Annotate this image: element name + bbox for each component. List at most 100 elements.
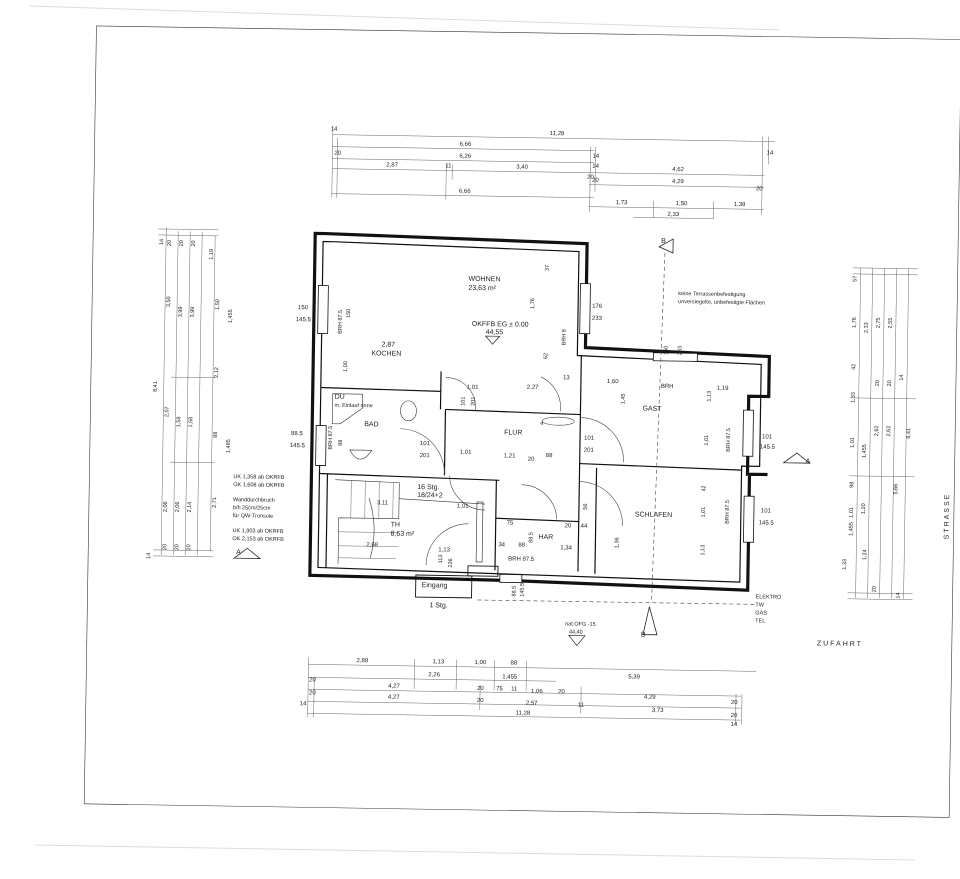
dim-top-287: 2,87 bbox=[386, 162, 398, 168]
dim-121: 1,21 bbox=[504, 453, 516, 459]
dim-right-255: 2,55 bbox=[888, 318, 894, 329]
dim-top-233: 2,33 bbox=[668, 212, 680, 218]
dim-right-262a: 2,62 bbox=[874, 425, 880, 436]
dim-176: 176 bbox=[592, 304, 603, 310]
section-b-top-marker bbox=[658, 238, 674, 254]
dim-gast-w101: 101 bbox=[762, 434, 773, 440]
section-b-top-label: B bbox=[661, 238, 666, 245]
inner-wall-line bbox=[317, 240, 762, 583]
label-strasse: STRASSE bbox=[943, 493, 951, 540]
dim-bad-885: 88.5 bbox=[291, 431, 303, 437]
wall-kochen-bad bbox=[320, 386, 441, 392]
dim-bad-88: 88 bbox=[338, 440, 344, 446]
dim-sch-brh: BRH 87.5 bbox=[725, 500, 731, 524]
right-dimensions: 57 1,76 2,33 2,75 2,55 42 1,33 20 20 14 … bbox=[842, 267, 918, 601]
dim-bot-20a: 20 bbox=[309, 677, 316, 683]
dim-right-14b: 14 bbox=[896, 592, 902, 598]
stair-outline bbox=[335, 479, 400, 564]
dim-right-20a: 20 bbox=[875, 380, 881, 386]
dim-gast-door-101: 101 bbox=[584, 436, 595, 442]
dim-bot-75: 75 bbox=[496, 686, 503, 692]
dim-right-42: 42 bbox=[851, 364, 857, 370]
dim-bot-427b: 4,27 bbox=[388, 695, 400, 701]
dim-left-88: 88 bbox=[213, 432, 219, 438]
section-a-left-label: A bbox=[236, 549, 241, 556]
dim-bot-100: 1,00 bbox=[474, 660, 486, 666]
room-wohnen-area: 23,63 m² bbox=[468, 285, 496, 292]
note-tel: TEL bbox=[755, 618, 765, 624]
dim-left-206b: 2,06 bbox=[175, 501, 181, 512]
note-tw: TW bbox=[755, 602, 764, 608]
note-ok2: OK 2,153 ab OKRFB bbox=[232, 536, 284, 543]
dim-left-350: 3,50 bbox=[166, 296, 172, 307]
level-marker bbox=[568, 635, 586, 647]
dim-left-206a: 2,06 bbox=[163, 501, 169, 512]
dim-top-20b: 20 bbox=[587, 175, 594, 181]
dim-right-133b: 1,33 bbox=[842, 559, 848, 570]
dim-left-212: 2,12 bbox=[214, 367, 220, 378]
dim-st-1455: 145.5 bbox=[520, 583, 526, 597]
dim-st-101: 1,01 bbox=[457, 504, 469, 510]
dim-bot-539: 5,39 bbox=[628, 674, 640, 680]
dim-left-1485: 1,485 bbox=[226, 439, 232, 453]
dim-gast-101: 1,01 bbox=[704, 435, 710, 446]
dim-sch-42: 42 bbox=[701, 485, 707, 491]
paper-edge-top bbox=[29, 5, 781, 31]
dim-st-113b: 113 bbox=[438, 555, 444, 564]
dim-har-brh: BRH 87.5 bbox=[508, 556, 535, 562]
dim-st-113: 1,13 bbox=[438, 547, 450, 553]
room-labels: WOHNEN 23,63 m² OKFFB EG ± 0.00 44,55 2,… bbox=[334, 276, 672, 610]
dim-left-158b: 1,58 bbox=[188, 417, 194, 428]
washbasin-icon bbox=[349, 449, 373, 460]
stair-treads bbox=[338, 479, 399, 559]
dim-gast-w145: 145.5 bbox=[760, 444, 776, 450]
dim-left-14b: 14 bbox=[146, 553, 152, 559]
okffb-label: OKFFB EG ± 0.00 bbox=[472, 321, 529, 329]
room-har-label: HAR bbox=[538, 534, 553, 541]
annotations: keine Terrassenbefestigung unversiegelte… bbox=[232, 291, 951, 648]
eingang-label: Eingang bbox=[422, 582, 448, 589]
room-th-label: TH bbox=[391, 522, 400, 529]
dim-sch-w101: 101 bbox=[761, 508, 772, 514]
window-gast bbox=[742, 409, 754, 457]
building-walls bbox=[308, 231, 771, 599]
window-schlafen bbox=[743, 495, 755, 543]
dim-wo-150b: 150 bbox=[346, 309, 352, 318]
dim-gast-145: 1,45 bbox=[621, 393, 627, 404]
dim-left-20d: 20 bbox=[162, 544, 168, 550]
dim-gast-150: 150 bbox=[663, 346, 669, 355]
dim-left-399a: 3,99 bbox=[178, 307, 184, 318]
dim-right-14a: 14 bbox=[899, 374, 905, 380]
dim-top-139: 1,39 bbox=[734, 202, 746, 208]
section-a-left-marker bbox=[232, 547, 262, 559]
dim-bot-total: 11,28 bbox=[516, 711, 531, 717]
dim-har-75: 75 bbox=[507, 520, 514, 526]
dim-right-233: 2,33 bbox=[864, 322, 870, 333]
dim-har-20: 20 bbox=[565, 523, 572, 529]
dim-right-262b: 2,62 bbox=[886, 426, 892, 437]
dim-bot-20c: 20 bbox=[558, 689, 565, 695]
staircase bbox=[335, 479, 486, 564]
dim-bot-14b: 14 bbox=[731, 722, 738, 728]
dim-har-56: 56 bbox=[583, 504, 589, 510]
dim-har-34: 34 bbox=[498, 542, 505, 548]
door-har bbox=[521, 484, 558, 520]
label-zufahrt: ZUFAHRT bbox=[817, 640, 863, 648]
dim-flur-201a: 201 bbox=[471, 397, 477, 406]
dim-bot-429: 4,29 bbox=[644, 695, 656, 701]
stairs-count: 16 Stg. bbox=[417, 484, 439, 491]
wall-har-schlafen bbox=[594, 467, 598, 574]
door-flur-wohnen bbox=[540, 376, 561, 412]
dim-right-98: 98 bbox=[849, 482, 855, 488]
dim-flur-201: 201 bbox=[420, 453, 431, 459]
dim-left-119: 1,19 bbox=[209, 249, 215, 260]
dim-top-626: 6,26 bbox=[459, 154, 471, 160]
wall-bad-treppe bbox=[319, 472, 500, 481]
note-ok1: OK 1,608 ab OKRFB bbox=[233, 482, 285, 489]
dim-left-271: 2,71 bbox=[212, 497, 218, 508]
dim-233: 233 bbox=[592, 316, 603, 322]
dim-bot-88: 88 bbox=[510, 661, 517, 667]
dim-right-20b: 20 bbox=[887, 380, 893, 386]
dim-flur-101a: 1,01 bbox=[467, 385, 479, 391]
top-dimensions: 14 11,28 14 6,66 14 20 6,26 14 2,87 11 3… bbox=[331, 125, 775, 219]
